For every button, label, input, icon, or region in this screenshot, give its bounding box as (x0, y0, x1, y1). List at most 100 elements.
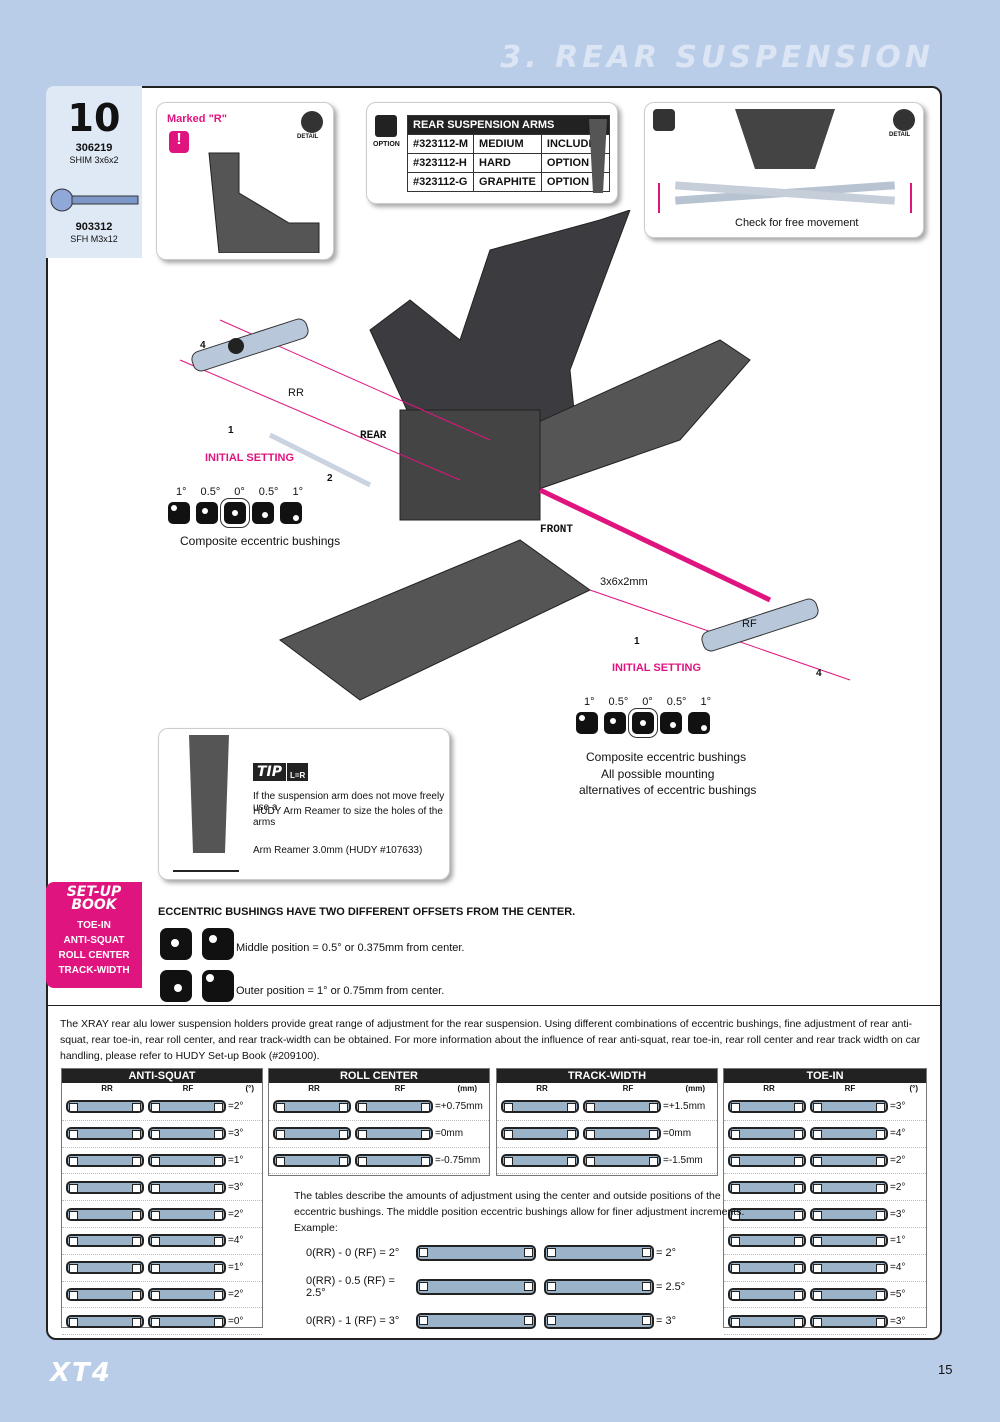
col-rf: RF (622, 1084, 634, 1093)
holder-bar (355, 1127, 433, 1141)
table-value: =3° (890, 1315, 906, 1327)
table-value: =0mm (435, 1128, 464, 1140)
example-row: 0(RR) - 0.5 (RF) = 2.5° = 2.5° (306, 1270, 685, 1304)
table-row: =4° (62, 1228, 262, 1255)
table-row: =2° (62, 1094, 262, 1121)
bush-value: 0.5° (608, 696, 629, 708)
part-desc: SFH M3x12 (70, 234, 118, 244)
example-text: eccentric bushings. The middle position … (294, 1206, 745, 1218)
bushing (160, 970, 192, 1002)
holder-bar (416, 1313, 536, 1329)
table-row: =2° (724, 1174, 926, 1202)
holder-bar (583, 1100, 661, 1114)
table-row: =+1.5mm (497, 1094, 717, 1121)
holder-bar (66, 1234, 144, 1248)
bushing (202, 928, 234, 960)
bushing (160, 928, 192, 960)
bushing (280, 502, 302, 524)
holder-bar (728, 1180, 806, 1194)
cell: #323112-G (406, 172, 475, 192)
table-title: TRACK-WIDTH (497, 1069, 717, 1083)
table-row: =3° (62, 1121, 262, 1148)
example-result: = 2° (656, 1247, 676, 1259)
table-value: =0mm (663, 1128, 692, 1140)
holder-bar (544, 1245, 654, 1261)
option-title: REAR SUSPENSION ARMS (407, 115, 610, 135)
alternatives-label: alternatives of eccentric bushings (579, 783, 757, 797)
holder-bar (66, 1153, 144, 1167)
table-title: ANTI-SQUAT (62, 1069, 262, 1083)
composite-label: Composite eccentric bushings (180, 534, 341, 548)
alert-icon: ! (169, 131, 189, 153)
holder-bar (810, 1287, 888, 1301)
table-title: ROLL CENTER (269, 1069, 489, 1083)
divider (46, 1005, 940, 1006)
table-value: =5° (890, 1288, 906, 1300)
table-value: =3° (228, 1181, 244, 1193)
example-label: Example: (294, 1222, 338, 1234)
rear-label: REAR (360, 430, 387, 442)
step-number: 10 (67, 96, 121, 140)
holder-bar (355, 1100, 433, 1114)
bush-value: 1° (292, 486, 303, 498)
bushing (252, 502, 274, 524)
bushing (660, 712, 682, 734)
detail-label: DETAIL (889, 132, 911, 138)
holder-bar (148, 1314, 226, 1328)
holder-bar (501, 1100, 579, 1114)
example-formula: 0(RR) - 0.5 (RF) = 2.5° (306, 1275, 395, 1299)
step-label: 4 (200, 340, 206, 351)
bush-value: 0.5° (200, 486, 221, 498)
bush-value: 1° (700, 696, 711, 708)
holder-bar (148, 1287, 226, 1301)
outer-position-text: Outer position = 1° or 0.75mm from cente… (236, 985, 445, 997)
holder-bar (66, 1207, 144, 1221)
col-unit: (°) (909, 1084, 918, 1093)
page-number: 15 (938, 1362, 953, 1377)
example-row: 0(RR) - 0 (RF) = 2° = 2° (306, 1236, 685, 1270)
holder-bar (66, 1180, 144, 1194)
setup-title: SET-UP (66, 884, 122, 900)
col-unit: (mm) (685, 1084, 705, 1093)
holder-bar (810, 1314, 888, 1328)
eccentric-heading: ECCENTRIC BUSHINGS HAVE TWO DIFFERENT OF… (158, 906, 576, 918)
holder-bar (728, 1153, 806, 1167)
table-row: =3° (724, 1201, 926, 1228)
setup-book-tab[interactable]: SET-UP BOOK TOE-IN ANTI-SQUAT ROLL CENTE… (46, 882, 142, 988)
table-row: =2° (724, 1148, 926, 1175)
intro-paragraph: The XRAY rear alu lower suspension holde… (60, 1018, 921, 1062)
holder-bar (728, 1127, 806, 1141)
table-row: =1° (62, 1255, 262, 1282)
table-value: =3° (890, 1208, 906, 1220)
tip-text: If the suspension arm does not move free… (253, 791, 445, 813)
holder-bar (273, 1127, 351, 1141)
col-rf: RF (394, 1084, 406, 1093)
holder-bar (501, 1127, 579, 1141)
holder-bar (148, 1153, 226, 1167)
setup-item: ROLL CENTER (58, 950, 130, 961)
holder-bar (810, 1261, 888, 1275)
table-row: =0° (62, 1308, 262, 1336)
table-row: =1° (62, 1148, 262, 1175)
holder-bar (148, 1180, 226, 1194)
holder-bar (66, 1261, 144, 1275)
xt4-logo: XT4 (50, 1358, 112, 1388)
example-row: 0(RR) - 1 (RF) = 3° = 3° (306, 1304, 685, 1338)
setup-item: TOE-IN (77, 920, 111, 931)
table-value: =2° (890, 1154, 906, 1166)
table-row: =+0.75mm (269, 1094, 489, 1121)
table-value: =2° (228, 1101, 244, 1113)
holder-bar (728, 1261, 806, 1275)
parts-column: 10 306219 SHIM 3x6x2 903312 SFH M3x12 (46, 86, 142, 258)
holder-bar (66, 1287, 144, 1301)
table-value: =2° (228, 1208, 244, 1220)
holder-bar (355, 1153, 433, 1167)
col-rr: RR (763, 1084, 775, 1093)
initial-setting-label: INITIAL SETTING (612, 662, 702, 674)
example-result: = 2.5° (656, 1281, 686, 1293)
table-row: =0mm (269, 1121, 489, 1148)
tip-text: HUDY Arm Reamer to size the holes of the… (253, 806, 443, 828)
cell: GRAPHITE (473, 172, 542, 192)
